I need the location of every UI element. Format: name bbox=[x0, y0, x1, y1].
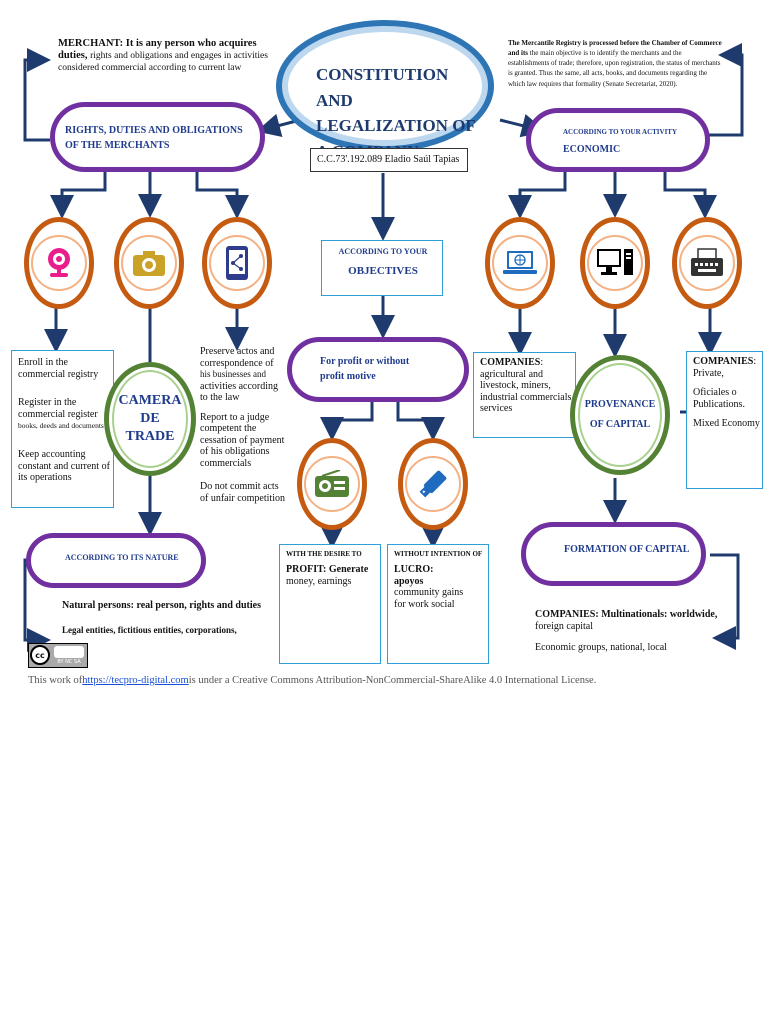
registry-lead: The Mercantile Registry is processed bef… bbox=[508, 39, 722, 58]
nonprofit-rest1: : apoyos bbox=[394, 564, 434, 587]
merchant-rest: rights and obligations and engages in ac… bbox=[58, 51, 268, 74]
duty-register: Register in the commercial register book… bbox=[18, 397, 114, 432]
companies-capital-box: COMPANIES: Private, Oficiales o Publicat… bbox=[686, 351, 763, 489]
usb-circle bbox=[398, 438, 468, 530]
objectives-box: ACCORDING TO YOUR OBJECTIVES bbox=[321, 240, 443, 296]
nonprofit-rest2: community gains for work social bbox=[394, 587, 464, 610]
economic-activity-pill: ACCORDING TO YOUR ACTIVITY ECONOMIC bbox=[526, 108, 710, 172]
radio-icon bbox=[304, 456, 360, 512]
merchant-term: MERCHANT bbox=[58, 38, 120, 49]
companies-activity-box: COMPANIES: agricultural and livestock, m… bbox=[473, 352, 576, 438]
multinationals-text: COMPANIES: Multinationals: worldwide, fo… bbox=[535, 609, 735, 654]
duty-register-sub: books, deeds and documents bbox=[18, 421, 104, 430]
rights-duties-pill: RIGHTS, DUTIES AND OBLIGATIONS OF THE ME… bbox=[50, 102, 265, 172]
profit-pill: For profit or without profit motive bbox=[287, 337, 469, 402]
report-judge: Report to a judge competent the cessatio… bbox=[200, 411, 285, 469]
objectives-big: OBJECTIVES bbox=[348, 265, 418, 277]
companies-activity-text: COMPANIES: agricultural and livestock, m… bbox=[480, 357, 574, 415]
natural-persons: Natural persons: real person, rights and… bbox=[62, 600, 261, 611]
unfair-competition: Do not commit acts of unfair competition bbox=[200, 481, 285, 504]
companies-mixed: Mixed Economy bbox=[693, 418, 760, 429]
preserve-business: his businesses and bbox=[200, 369, 266, 379]
radio-circle bbox=[297, 438, 367, 530]
duty-enroll: Enroll in the commercial registry bbox=[18, 357, 99, 380]
economic-groups: Economic groups, national, local bbox=[535, 642, 667, 653]
activity-big: ECONOMIC bbox=[563, 144, 621, 155]
laptop-globe-icon bbox=[492, 235, 548, 291]
formation-title: FORMATION OF CAPITAL bbox=[564, 544, 690, 555]
title-oval: CONSTITUTION AND LEGALIZATION OF A COMPA… bbox=[276, 20, 494, 161]
companies-activity-title: COMPANIES bbox=[480, 357, 541, 368]
tecpro-link[interactable]: https://tecpro-digital.com bbox=[82, 675, 189, 686]
nature-title: ACCORDING TO ITS NATURE bbox=[65, 553, 179, 562]
desktop-computer-icon bbox=[587, 235, 643, 291]
multinationals-rest: foreign capital bbox=[535, 620, 594, 632]
preserve-acts: Preserve actos and correspondence of bbox=[200, 346, 275, 369]
profit-small: WITH THE DESIRE TO bbox=[286, 550, 362, 558]
smartphone-circle bbox=[202, 217, 272, 309]
merchant-lead: : It is any person who acquires duties, bbox=[58, 38, 257, 62]
cc-badge-text: BY NC SA bbox=[57, 659, 81, 665]
author-text: C.C.73'.192.089 Eladio Saúl Tapias bbox=[317, 154, 460, 165]
companies-capital-text: COMPANIES: Private, Oficiales o Publicat… bbox=[693, 356, 763, 430]
companies-activity-list: agricultural and livestock, miners, indu… bbox=[480, 368, 574, 415]
provenance-capital-circle: PROVENANCE OF CAPITAL bbox=[570, 355, 670, 475]
nonprofit-text: LUCRO: apoyos community gains for work s… bbox=[394, 564, 464, 610]
nature-pill: ACCORDING TO ITS NATURE bbox=[26, 533, 206, 588]
provenance-text: PROVENANCE OF CAPITAL bbox=[584, 399, 656, 430]
nonprofit-bold: LUCRO bbox=[394, 564, 431, 575]
desktop-circle bbox=[580, 217, 650, 309]
camera-icon bbox=[121, 235, 177, 291]
companies-official: Oficiales o Publications. bbox=[693, 387, 745, 410]
registry-rest: the main objective is to identify the me… bbox=[508, 49, 721, 88]
profit-rest1: : Generate bbox=[323, 564, 369, 575]
activity-small: ACCORDING TO YOUR ACTIVITY bbox=[563, 128, 678, 136]
profit-box: WITH THE DESIRE TO PROFIT: Generate mone… bbox=[279, 544, 381, 664]
rights-duties-title: RIGHTS, DUTIES AND OBLIGATIONS OF THE ME… bbox=[65, 125, 243, 151]
title-text: CONSTITUTION AND LEGALIZATION OF A COMPA… bbox=[316, 65, 476, 161]
duties-column-3: Preserve actos and correspondence of his… bbox=[200, 346, 288, 504]
camera-de-trade-text: CAMERA DE TRADE bbox=[118, 392, 182, 445]
companies-capital-title: COMPANIES bbox=[693, 356, 754, 367]
merchant-duties-box: Enroll in the commercial registry Regist… bbox=[11, 350, 114, 508]
license-line: This work ofhttps://tecpro-digital.comis… bbox=[28, 675, 596, 687]
objectives-small: ACCORDING TO YOUR bbox=[338, 247, 428, 256]
nonprofit-small: WITHOUT INTENTION OF bbox=[394, 550, 483, 558]
duty-register-main: Register in the commercial register bbox=[18, 397, 98, 420]
cc-icon: cc bbox=[30, 645, 50, 665]
profit-pill-title: For profit or without profit motive bbox=[320, 356, 410, 382]
typewriter-circle bbox=[672, 217, 742, 309]
license-suffix: is under a Creative Commons Attribution-… bbox=[188, 675, 597, 686]
webcam-circle bbox=[24, 217, 94, 309]
multinationals-bold: COMPANIES: Multinationals: worldwide, bbox=[535, 609, 718, 620]
preserve-activities: activities according to the law bbox=[200, 380, 279, 404]
nonprofit-box: WITHOUT INTENTION OF LUCRO: apoyos commu… bbox=[387, 544, 489, 664]
legal-entities: Legal entities, fictitious entities, cor… bbox=[62, 625, 237, 635]
smartphone-share-icon bbox=[209, 235, 265, 291]
profit-rest2: money, earnings bbox=[286, 575, 352, 587]
profit-bold: PROFIT bbox=[286, 564, 324, 575]
camera-circle-icon-holder bbox=[114, 217, 184, 309]
typewriter-icon bbox=[679, 235, 735, 291]
duty-accounting: Keep accounting constant and current of … bbox=[18, 449, 110, 483]
author-box: C.C.73'.192.089 Eladio Saúl Tapias bbox=[310, 148, 468, 172]
formation-capital-pill: FORMATION OF CAPITAL bbox=[521, 522, 706, 586]
license-prefix: This work of bbox=[28, 675, 83, 686]
registry-note: The Mercantile Registry is processed bef… bbox=[508, 38, 723, 89]
webcam-icon bbox=[31, 235, 87, 291]
cc-attribution-icons bbox=[54, 646, 84, 658]
cc-license-badge[interactable]: cc BY NC SA bbox=[28, 643, 88, 668]
camera-de-trade-circle: CAMERA DE TRADE bbox=[104, 362, 196, 476]
laptop-circle bbox=[485, 217, 555, 309]
companies-private: Private, bbox=[693, 367, 724, 379]
profit-text: PROFIT: Generate money, earnings bbox=[286, 564, 378, 587]
merchant-definition: MERCHANT: It is any person who acquires … bbox=[58, 38, 273, 74]
usb-drive-icon bbox=[405, 456, 461, 512]
